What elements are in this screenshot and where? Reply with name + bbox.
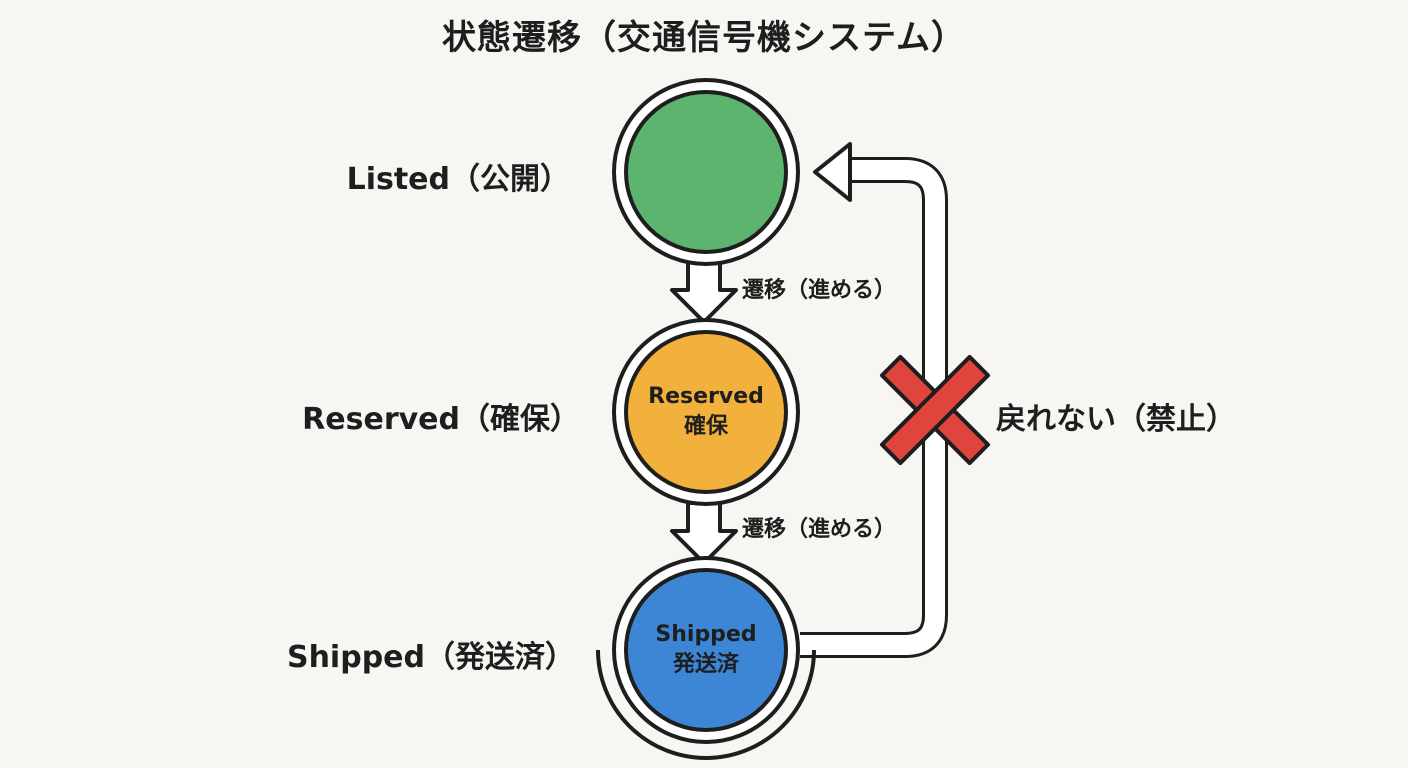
shipped-node-text: Shipped 発送済 xyxy=(626,620,786,680)
state-label-shipped: Shipped（発送済） xyxy=(286,640,575,675)
shipped-node-en: Shipped xyxy=(655,622,757,647)
reserved-node-text: Reserved 確保 xyxy=(626,382,786,442)
reserved-node-en: Reserved xyxy=(648,384,764,409)
transition-label-1: 遷移（進める） xyxy=(742,278,897,303)
transition-label-2: 遷移（進める） xyxy=(742,517,897,542)
state-label-listed: Listed（公開） xyxy=(346,162,570,197)
state-node-shipped xyxy=(596,556,816,760)
shipped-node-ja: 発送済 xyxy=(672,652,739,677)
forward-arrow-1 xyxy=(670,260,738,324)
diagram-title: 状態遷移（交通信号機システム） xyxy=(442,18,966,58)
forward-arrow-2 xyxy=(670,501,738,565)
reserved-node-ja: 確保 xyxy=(683,414,728,439)
state-node-reserved xyxy=(612,318,800,506)
state-node-listed xyxy=(612,78,800,266)
forbidden-x-mark xyxy=(879,354,991,466)
state-label-reserved: Reserved（確保） xyxy=(302,402,580,437)
back-edge-label: 戻れない（禁止） xyxy=(996,402,1236,437)
